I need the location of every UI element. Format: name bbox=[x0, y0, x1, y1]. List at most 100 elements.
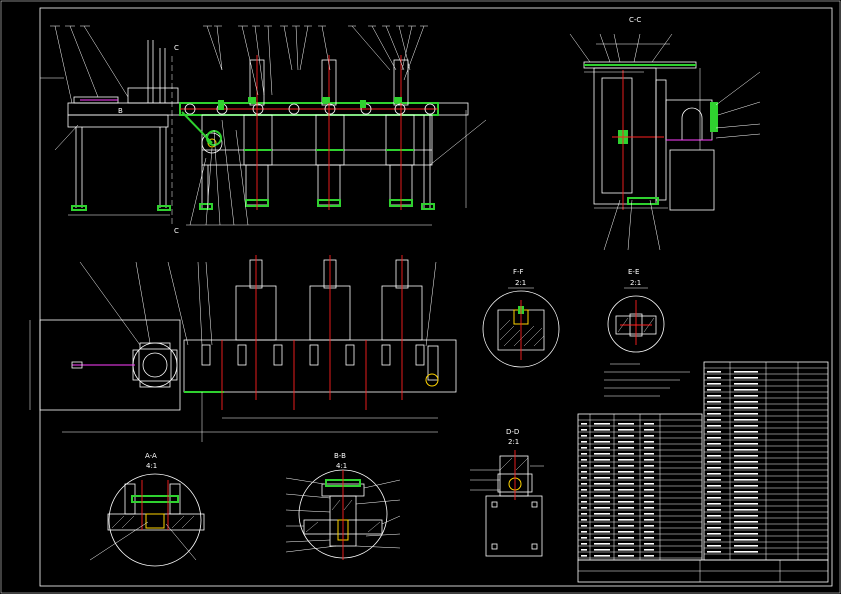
parts-list-entry-mark bbox=[734, 395, 758, 397]
parts-list-entry-mark bbox=[707, 467, 721, 469]
parts-list-entry-mark bbox=[734, 449, 758, 451]
parts-list-entry-mark bbox=[594, 489, 610, 491]
parts-list-entry-mark bbox=[644, 555, 654, 557]
parts-list-entry-mark bbox=[594, 513, 610, 515]
section-a-a-scale: 4:1 bbox=[146, 462, 157, 470]
parts-list-entry-mark bbox=[618, 453, 634, 455]
front-view: C C B bbox=[40, 25, 487, 235]
parts-list-entry-mark bbox=[594, 507, 610, 509]
parts-list-entry-mark bbox=[581, 447, 587, 449]
parts-list-entry-mark bbox=[594, 471, 610, 473]
parts-list-entry-mark bbox=[734, 473, 758, 475]
parts-list-entry-mark bbox=[707, 401, 721, 403]
parts-list-entry-mark bbox=[707, 389, 721, 391]
parts-list-entry-mark bbox=[734, 443, 758, 445]
parts-list-entry-mark bbox=[707, 431, 721, 433]
parts-list-entry-mark bbox=[707, 503, 721, 505]
parts-list-entry-mark bbox=[618, 525, 634, 527]
parts-list-entry-mark bbox=[618, 501, 634, 503]
parts-list-entry-mark bbox=[644, 483, 654, 485]
section-a-a-title: A-A bbox=[145, 452, 157, 460]
parts-list-entry-mark bbox=[581, 441, 587, 443]
parts-list-entry-mark bbox=[618, 489, 634, 491]
parts-list-entry-mark bbox=[734, 479, 758, 481]
parts-list-entry-mark bbox=[734, 497, 758, 499]
parts-list-entry-mark bbox=[618, 549, 634, 551]
section-f-f-view: F-F 2:1 bbox=[482, 268, 560, 368]
parts-list-entry-mark bbox=[618, 447, 634, 449]
parts-list-entry-mark bbox=[618, 483, 634, 485]
parts-list-entry-mark bbox=[594, 495, 610, 497]
parts-list-entry-mark bbox=[594, 519, 610, 521]
technical-notes bbox=[604, 363, 690, 397]
parts-list-entry-mark bbox=[734, 425, 758, 427]
parts-list-entry-mark bbox=[581, 435, 587, 437]
parts-list-entry-mark bbox=[594, 477, 610, 479]
parts-list-entry-mark bbox=[734, 431, 758, 433]
parts-list-entry-mark bbox=[734, 389, 758, 391]
section-c-c-view: C-C bbox=[569, 16, 761, 251]
parts-list-entry-mark bbox=[734, 545, 758, 547]
parts-list-entry-mark bbox=[618, 441, 634, 443]
parts-list-entry-mark bbox=[618, 471, 634, 473]
section-f-f-scale: 2:1 bbox=[515, 279, 526, 287]
section-c-c-title: C-C bbox=[629, 16, 641, 24]
parts-list-entry-mark bbox=[581, 519, 587, 521]
parts-list-entry-mark bbox=[581, 477, 587, 479]
parts-list-entry-mark bbox=[618, 513, 634, 515]
parts-list-entry-mark bbox=[734, 419, 758, 421]
parts-list-entry-mark bbox=[594, 435, 610, 437]
parts-list-entry-mark bbox=[644, 447, 654, 449]
parts-list-entry-mark bbox=[734, 467, 758, 469]
section-f-f-title: F-F bbox=[513, 268, 524, 276]
sheet-inner-border bbox=[39, 7, 833, 587]
parts-list-entry-mark bbox=[644, 435, 654, 437]
parts-list-entry-mark bbox=[734, 413, 758, 415]
parts-list-entry-mark bbox=[594, 423, 610, 425]
parts-list-entry-mark bbox=[581, 555, 587, 557]
parts-list-entry-mark bbox=[707, 473, 721, 475]
top-view bbox=[29, 255, 457, 442]
parts-list-entry-mark bbox=[618, 537, 634, 539]
parts-list-entry-mark bbox=[707, 527, 721, 529]
cut-marker-c-top: C bbox=[174, 44, 179, 52]
parts-list-entry-mark bbox=[618, 435, 634, 437]
parts-list-entry-mark bbox=[707, 437, 721, 439]
parts-list-entry-mark bbox=[644, 507, 654, 509]
parts-list-entry-mark bbox=[707, 545, 721, 547]
parts-list-entry-mark bbox=[734, 377, 758, 379]
parts-list-entry-mark bbox=[594, 459, 610, 461]
parts-list-entry-mark bbox=[581, 531, 587, 533]
parts-list-entry-mark bbox=[707, 497, 721, 499]
parts-list-entry-mark bbox=[581, 489, 587, 491]
parts-list-entry-mark bbox=[581, 423, 587, 425]
parts-list-entry-mark bbox=[734, 509, 758, 511]
parts-list-entry-mark bbox=[707, 485, 721, 487]
parts-list-entry-mark bbox=[618, 507, 634, 509]
parts-list-entry-mark bbox=[734, 455, 758, 457]
parts-list-entry-mark bbox=[734, 485, 758, 487]
parts-list-entry-mark bbox=[734, 515, 758, 517]
parts-list-entry-mark bbox=[644, 423, 654, 425]
parts-list-entry-mark bbox=[707, 413, 721, 415]
parts-list-entry-mark bbox=[581, 471, 587, 473]
section-e-e-scale: 2:1 bbox=[630, 279, 641, 287]
section-b-b-scale: 4:1 bbox=[336, 462, 347, 470]
parts-list-entry-mark bbox=[707, 449, 721, 451]
parts-list-entry-mark bbox=[581, 459, 587, 461]
parts-list-entry-mark bbox=[618, 465, 634, 467]
parts-list-table bbox=[577, 361, 829, 583]
parts-list-entry-mark bbox=[581, 429, 587, 431]
parts-list-entry-mark bbox=[707, 479, 721, 481]
parts-list-entry-mark bbox=[707, 443, 721, 445]
section-a-a-view: A-A 4:1 bbox=[89, 452, 205, 567]
parts-list-entry-mark bbox=[594, 465, 610, 467]
parts-list-entry-mark bbox=[707, 419, 721, 421]
parts-list-entry-mark bbox=[734, 533, 758, 535]
parts-list-entry-mark bbox=[644, 495, 654, 497]
parts-list-entry-mark bbox=[644, 477, 654, 479]
cut-marker-b: B bbox=[118, 107, 123, 115]
parts-list-entry-mark bbox=[734, 371, 758, 373]
parts-list-entry-mark bbox=[594, 525, 610, 527]
